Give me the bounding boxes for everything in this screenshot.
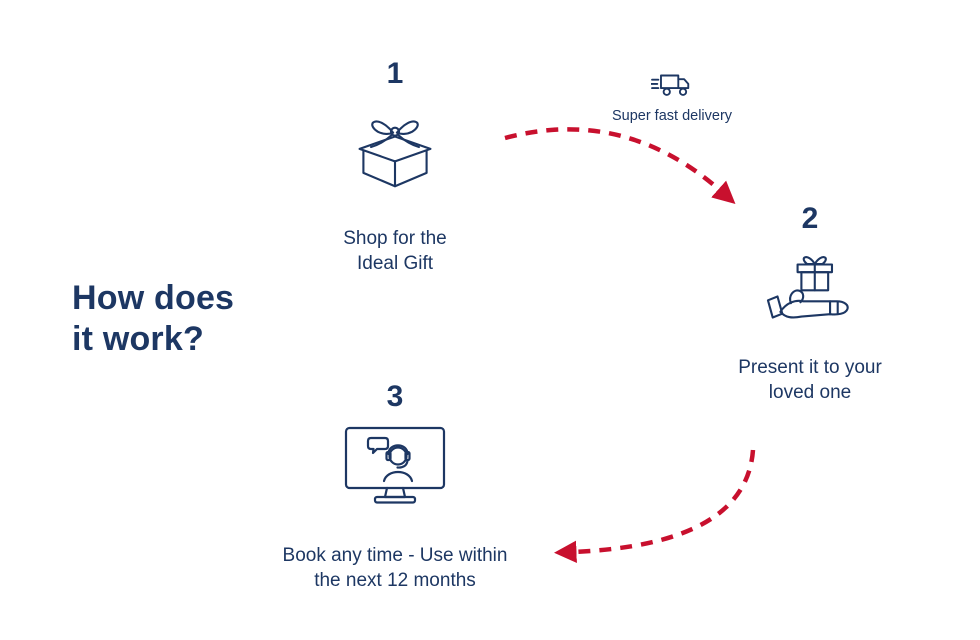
delivery-note: Super fast delivery [572,72,772,124]
step-3-book: 3 Book any time - Use within the next 12… [245,379,545,594]
hand-holding-gift-icon [766,256,849,319]
step-1-number: 1 [386,57,404,90]
step-3-number: 3 [386,380,404,413]
step-2-label: Present it to your loved one [738,355,882,406]
step-1-label-line1: Shop for the [343,228,447,249]
step-1-label: Shop for the Ideal Gift [343,226,447,277]
step-3-label-line2: the next 12 months [314,570,476,592]
step-3-label-line1: Book any time - Use within [282,545,508,566]
step-1-shop: 1 Shop for the Ideal Gift [285,56,505,277]
gift-box-icon [358,120,432,188]
step-2-label-line1: Present it to your [738,357,882,378]
page-title: How does it work? [72,278,234,360]
delivery-truck-icon [651,74,690,96]
step-3-label: Book any time - Use within the next 12 m… [283,543,508,594]
page-title-line1: How does [72,279,235,317]
support-monitor-icon [344,426,446,504]
delivery-note-label: Super fast delivery [611,108,733,124]
step-2-label-line2: loved one [768,382,852,404]
step-2-number: 2 [801,202,819,235]
arrow-step1-to-step2 [504,127,736,204]
arrow-step2-to-step3 [554,449,756,564]
step-1-label-line2: Ideal Gift [356,253,434,275]
step-2-present: 2 Present it to your loved one [700,201,920,406]
page-title-line2: it work? [72,319,204,358]
